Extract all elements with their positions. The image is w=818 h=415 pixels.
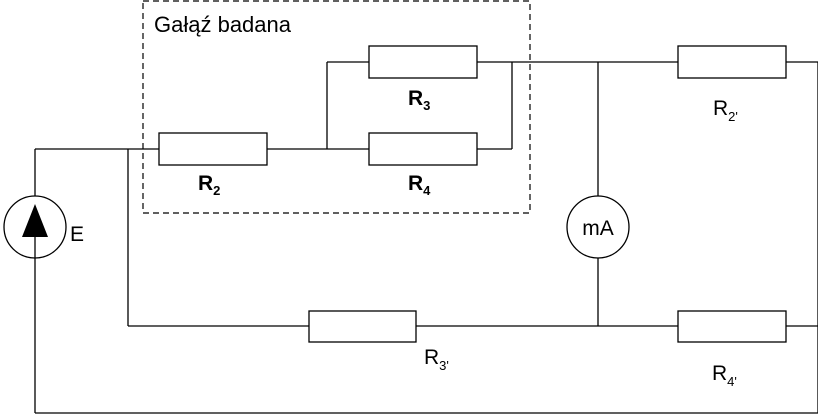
milliammeter-label: mA	[582, 217, 614, 240]
label-r2: R2	[198, 172, 220, 198]
label-r4-prime: R4'	[712, 362, 737, 389]
voltage-source	[3, 195, 67, 259]
box-title: Gałąź badana	[154, 12, 292, 37]
resistor-r4	[368, 132, 478, 166]
milliammeter-circle	[566, 195, 630, 259]
resistor-r4-prime	[677, 310, 787, 343]
resistor-r2-prime	[677, 45, 787, 79]
resistor-r3	[368, 45, 478, 79]
resistor-r3-prime	[308, 310, 417, 343]
investigated-branch-box	[142, 0, 531, 214]
arrow-head-icon	[22, 204, 48, 237]
label-r3-prime: R3'	[424, 346, 449, 373]
label-r3: R3	[408, 87, 430, 113]
wires	[34, 61, 818, 414]
source-label: E	[70, 223, 84, 246]
label-r4: R4	[408, 172, 431, 198]
label-r2-prime: R2'	[713, 97, 738, 124]
resistor-r2	[158, 132, 268, 166]
